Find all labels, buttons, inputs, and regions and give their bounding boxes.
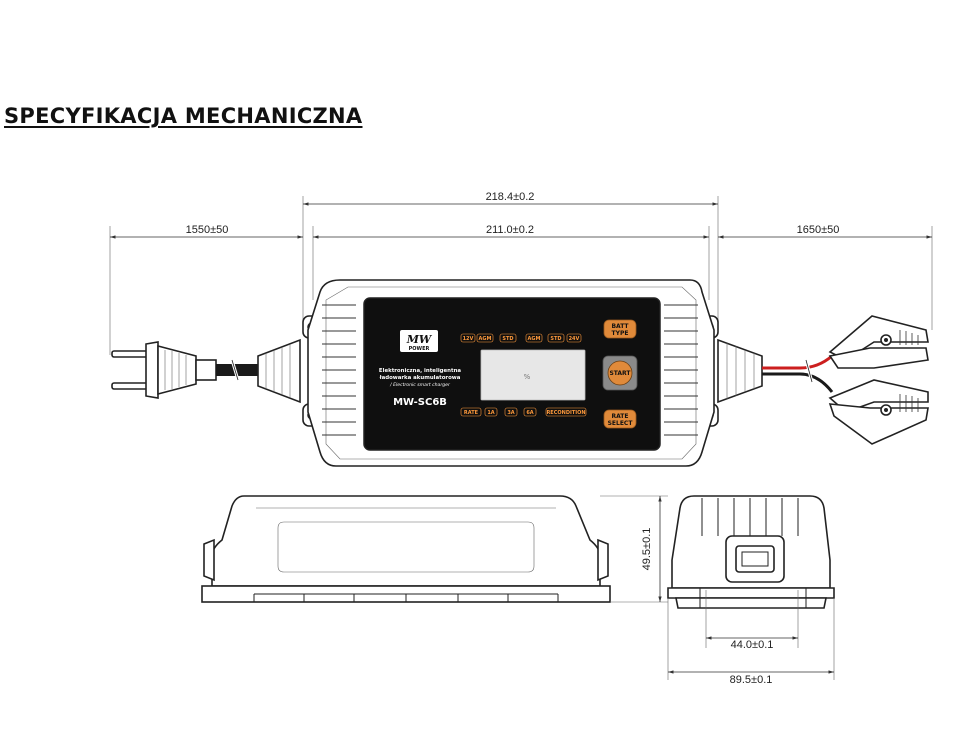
led-24v: 24V (569, 336, 580, 342)
lcd-glyph: % (524, 373, 531, 381)
overall-length-label: 218.4±0.2 (486, 191, 535, 203)
led-3a: 3A (507, 410, 514, 416)
battery-type-leds: 12V AGM STD AGM STD 24V (460, 333, 582, 343)
desc-line-3: / Electronic smart charger (389, 382, 451, 388)
lcd-display (480, 349, 586, 401)
batt-type-button[interactable]: BATT TYPE (603, 319, 637, 339)
page-title: SPECYFIKACJA MECHANICZNA (4, 104, 363, 128)
ac-cable (216, 359, 260, 381)
svg-text:MW: MW (406, 333, 433, 346)
total-width-label: 89.5±0.1 (730, 674, 773, 686)
svg-text:BATT: BATT (611, 323, 629, 330)
led-6a: 6A (526, 410, 533, 416)
end-view (667, 495, 835, 609)
desc-line-1: Elektroniczna, inteligentna (379, 368, 462, 374)
height-label: 49.5±0.1 (641, 528, 653, 571)
led-std-24: STD (550, 336, 561, 342)
svg-text:POWER: POWER (409, 346, 430, 352)
svg-text:SELECT: SELECT (608, 420, 634, 427)
red-clamp-icon (828, 315, 929, 369)
start-button[interactable]: START (602, 355, 638, 391)
rate-select-button[interactable]: RATE SELECT (603, 409, 637, 429)
ac-plug-icon (111, 341, 217, 399)
led-recondition: RECONDITION (546, 410, 585, 416)
body-length-label: 211.0±0.2 (486, 224, 534, 236)
mw-power-logo: MW POWER (400, 330, 438, 352)
ac-cable-length-label: 1550±50 (186, 224, 229, 236)
led-agm-24: AGM (528, 336, 541, 342)
dc-cable-length-label: 1650±50 (797, 224, 840, 236)
led-1a: 1A (487, 410, 494, 416)
led-rate: RATE (464, 410, 479, 416)
led-12v: 12V (463, 336, 474, 342)
clip-width-label: 44.0±0.1 (731, 639, 774, 651)
left-strain-relief (257, 338, 301, 404)
led-std-12: STD (502, 336, 513, 342)
black-clamp-icon (828, 379, 929, 445)
rate-leds: RATE 1A 3A 6A RECONDITION (460, 407, 587, 417)
svg-text:START: START (609, 370, 631, 377)
svg-text:RATE: RATE (612, 413, 629, 420)
dc-cables (762, 354, 834, 393)
right-strain-relief (717, 338, 763, 404)
charger-body: MW POWER Elektroniczna, inteligentna ład… (302, 279, 719, 467)
side-view (201, 495, 611, 603)
svg-text:TYPE: TYPE (612, 330, 629, 337)
desc-line-2: ładowarka akumulatorowa (379, 375, 461, 381)
led-agm-12: AGM (479, 336, 492, 342)
model-name: MW-SC6B (393, 397, 447, 408)
dimension-lines-top (109, 196, 933, 355)
